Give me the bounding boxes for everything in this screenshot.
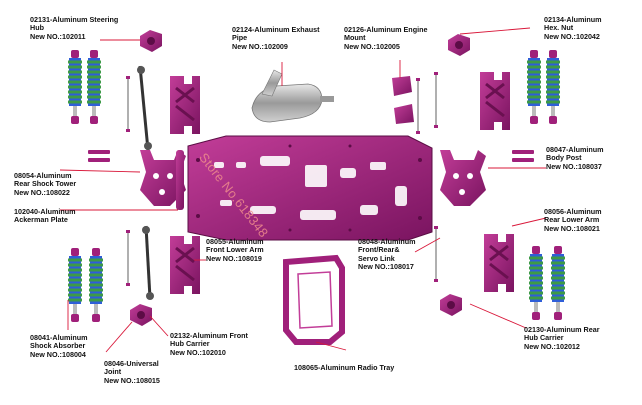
front-lower-arm-top [168,74,202,136]
label-rear-hub-carrier: 02130-Aluminum Rear Hub Carrier New NO.:… [524,325,600,351]
label-servo-link: 08048-Aluminum Front/Rear& Servo Link Ne… [358,237,416,272]
label-universal-joint: 08046-Universal Joint New NO.:108015 [104,359,160,385]
radio-tray [283,254,345,345]
shock-absorber-group-bottom-left [66,246,105,324]
shock-absorber-group-bottom-right [527,244,567,322]
label-shock-absorber: 08041-Aluminum Shock Absorber New NO.:10… [30,333,88,359]
rear-shock-tower-right [440,150,486,206]
label-front-lower-arm: 08055-Aluminum Front Lower Arm New NO.:1… [206,237,264,263]
chassis-plate [187,135,433,241]
engine-mount [392,76,414,124]
label-body-post: 08047-Aluminum Body Post New NO.:108037 [546,145,604,171]
rear-lower-arm-top [478,70,512,132]
front-lower-arm-bottom [168,234,202,296]
label-steering-hub: 02131-Aluminum Steering Hub New NO.:1020… [30,15,119,41]
ackerman-plate [176,150,184,210]
body-posts [88,150,534,162]
shock-absorber-group-top-left [66,48,103,126]
front-hub-carrier [130,304,152,326]
universal-joints [137,65,154,300]
shock-absorber-group-top-right [525,48,562,126]
rear-lower-arm-bottom [482,232,516,294]
exhaust-pipe [251,69,334,123]
label-exhaust-pipe: 02124-Aluminum Exhaust Pipe New NO.:1020… [232,25,320,51]
hex-nut [448,34,470,56]
label-rear-lower-arm: 08056-Aluminum Rear Lower Arm New NO.:10… [544,207,602,233]
steering-hub [140,30,162,52]
rear-hub-carrier [440,294,462,316]
label-ackerman-plate: 102040-Aluminum Ackerman Plate [14,207,76,225]
label-rear-shock-tower: 08054-Aluminum Rear Shock Tower New NO.:… [14,171,77,197]
label-radio-tray: 108065-Aluminum Radio Tray [294,363,395,372]
label-front-hub-carrier: 02132-Aluminum Front Hub Carrier New NO.… [170,331,248,357]
label-hex-nut: 02134-Aluminum Hex. Nut New NO.:102042 [544,15,602,41]
leader-lines [59,27,547,353]
label-engine-mount: 02126-Aluminum Engine Mount New NO.:1020… [344,25,428,51]
